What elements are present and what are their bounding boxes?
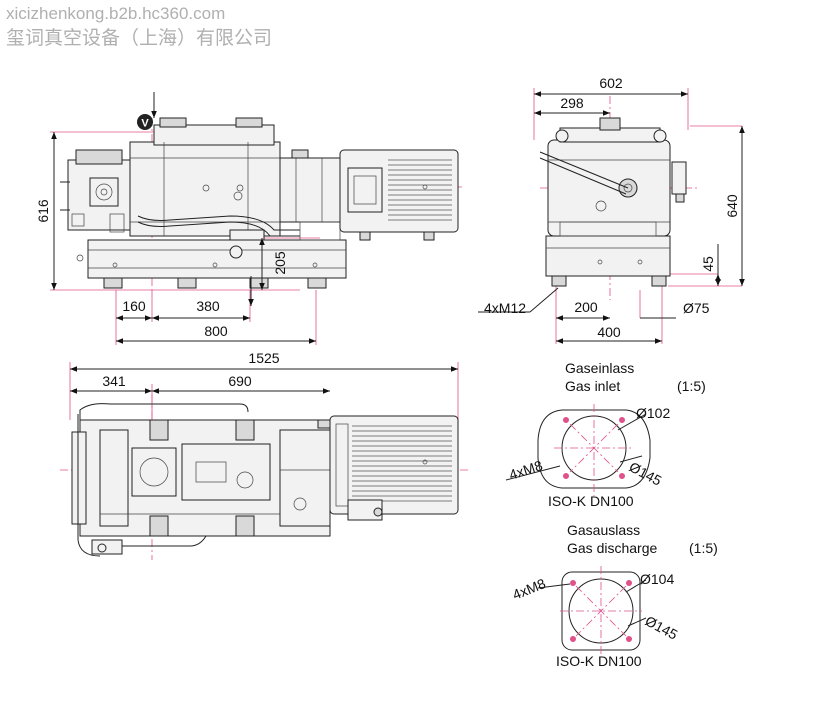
side-pump-housing [547, 139, 671, 237]
inlet-title-en: Gas inlet [565, 378, 620, 394]
discharge-dia-inner: Ø104 [640, 571, 674, 587]
side-view: 602 298 640 45 200 400 Ø75 4xM12 [478, 75, 745, 344]
discharge-title-en: Gas discharge [567, 540, 657, 556]
marker-v-label: V [141, 118, 149, 130]
dim-inlet-offset-341: 341 [102, 373, 126, 389]
inlet-flange-detail: Gaseinlass Gas inlet (1:5) Ø102 Ø145 4xM… [505, 360, 706, 509]
inlet-flange-outline [537, 409, 651, 489]
dim-foot-offset-160: 160 [122, 298, 146, 314]
dim-base-length-800: 800 [204, 323, 228, 339]
discharge-holes: 4xM8 [510, 575, 548, 603]
inlet-scale: (1:5) [677, 378, 706, 394]
inlet-title-de: Gaseinlass [565, 360, 634, 376]
dim-foot-height-45: 45 [700, 256, 716, 272]
top-inlet-flange [131, 447, 177, 497]
side-base-frame [545, 235, 671, 277]
front-coupling [279, 157, 341, 223]
front-base-frame [87, 239, 347, 279]
dim-width-602: 602 [599, 75, 623, 91]
dim-foot-dia-75: Ø75 [683, 300, 710, 316]
watermark: xicizhenkong.b2b.hc360.com 玺词真空设备（上海）有限公… [6, 4, 272, 49]
top-coupling [279, 429, 331, 527]
dim-foot-width-400: 400 [597, 324, 621, 340]
inlet-holes: 4xM8 [507, 457, 545, 483]
dim-foot-spacing-380: 380 [196, 298, 220, 314]
watermark-company: 玺词真空设备（上海）有限公司 [6, 27, 272, 49]
front-marker-v [137, 114, 153, 130]
dim-height-616: 616 [35, 199, 51, 223]
inlet-dia-inner: Ø102 [636, 405, 670, 421]
side-valve [671, 161, 687, 195]
dim-mount-holes-4xm12: 4xM12 [484, 300, 526, 316]
discharge-scale: (1:5) [689, 540, 718, 556]
discharge-title-de: Gasauslass [567, 522, 640, 538]
inlet-dia-bolt: Ø145 [627, 459, 665, 489]
front-motor-terminal-box [347, 167, 383, 213]
dim-foot-center-200: 200 [574, 299, 598, 315]
dim-half-width-298: 298 [560, 95, 584, 111]
watermark-url: xicizhenkong.b2b.hc360.com [6, 4, 225, 23]
dim-motor-offset-690: 690 [228, 373, 252, 389]
inlet-standard: ISO-K DN100 [548, 493, 634, 509]
front-inlet-block [153, 124, 275, 146]
top-view: 1525 341 690 [60, 350, 470, 560]
discharge-dia-bolt: Ø145 [643, 613, 681, 643]
discharge-flange-detail: Gasauslass Gas discharge (1:5) Ø104 Ø145… [510, 522, 718, 669]
top-motor [329, 415, 459, 515]
dim-height-640: 640 [724, 194, 740, 218]
dim-length-1525: 1525 [248, 350, 279, 366]
discharge-standard: ISO-K DN100 [556, 653, 642, 669]
front-view: V 616 205 160 380 800 [35, 92, 462, 345]
dim-outlet-205: 205 [272, 251, 288, 275]
